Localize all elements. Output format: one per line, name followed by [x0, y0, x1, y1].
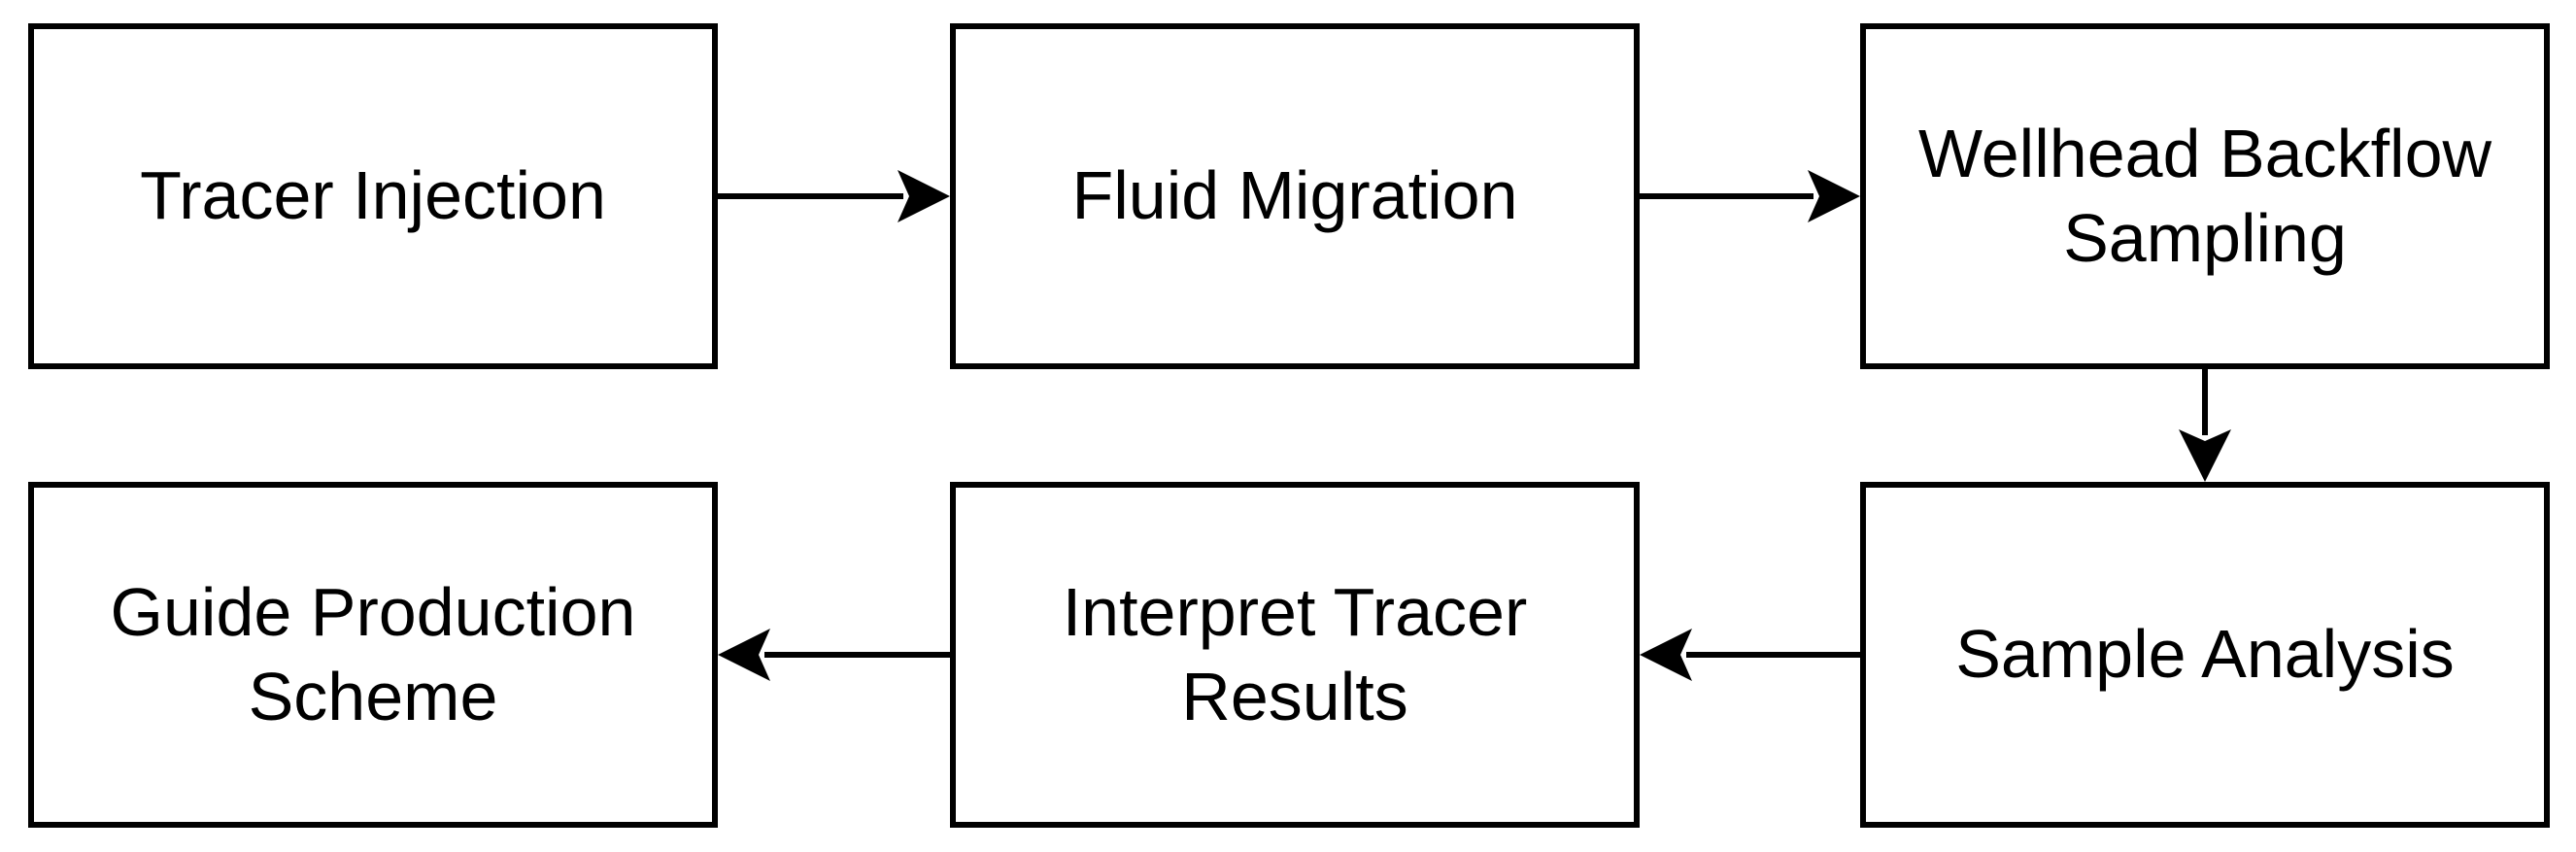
node-fluid-migration: Fluid Migration: [950, 23, 1640, 369]
edge-arrow-sample-analysis-to-interpret-tracer-results: [1640, 629, 1860, 681]
node-label-interpret-tracer-results: Interpret Tracer Results: [1062, 573, 1528, 735]
node-interpret-tracer-results: Interpret Tracer Results: [950, 482, 1640, 828]
edge-arrow-fluid-migration-to-wellhead-backflow-sampling: [1640, 170, 1860, 222]
node-tracer-injection: Tracer Injection: [28, 23, 718, 369]
node-label-sample-analysis: Sample Analysis: [1955, 616, 2455, 693]
node-label-fluid-migration: Fluid Migration: [1071, 157, 1518, 234]
node-label-guide-production-scheme: Guide Production Scheme: [110, 573, 636, 735]
node-label-tracer-injection: Tracer Injection: [140, 157, 606, 234]
node-guide-production-scheme: Guide Production Scheme: [28, 482, 718, 828]
node-wellhead-backflow-sampling: Wellhead Backflow Sampling: [1860, 23, 2550, 369]
node-sample-analysis: Sample Analysis: [1860, 482, 2550, 828]
node-label-wellhead-backflow-sampling: Wellhead Backflow Sampling: [1917, 115, 2492, 277]
edge-arrow-interpret-tracer-results-to-guide-production-scheme: [718, 629, 950, 681]
edge-arrow-wellhead-backflow-sampling-to-sample-analysis: [2179, 369, 2231, 482]
edge-arrow-tracer-injection-to-fluid-migration: [718, 170, 950, 222]
